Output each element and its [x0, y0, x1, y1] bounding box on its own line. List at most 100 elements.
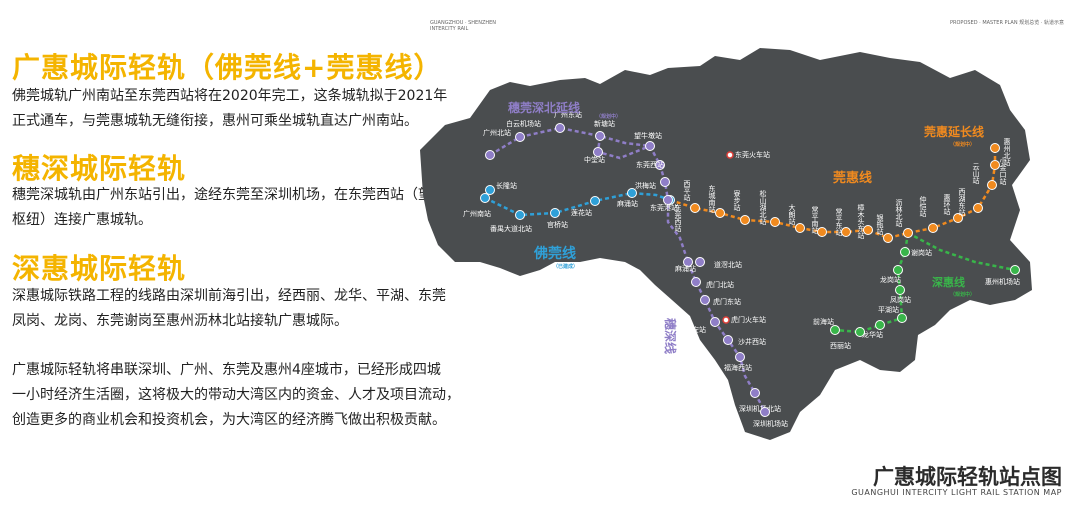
station-shenhui-6-label: 西丽站 [830, 341, 851, 350]
station-guanhui-16-label: 惠州北站 [1003, 137, 1011, 167]
map-region [420, 48, 1032, 440]
station-fofan-3-label: 官桥站 [547, 220, 568, 229]
body-line: 正式通车，与莞惠城轨无缝衔接，惠州可乘坐城轨直达广州南站。 [12, 113, 418, 129]
station-shenhui-1-label: 谢岗站 [911, 248, 932, 257]
station-suishen-1-label: 白云机场站 [506, 119, 541, 128]
station-suishen-11-marker [691, 277, 701, 287]
station-suishen-16-marker [750, 388, 760, 398]
station-guanhui-6-marker [817, 227, 827, 237]
station-fofan-2-marker [515, 210, 525, 220]
station-markers: 广州南站长隆站番禺大道北站官桥站莲花站麻涌站东莞西站广州北站白云机场站广州东站新… [463, 110, 1020, 428]
station-guanhui-1-marker [690, 203, 700, 213]
body-line: 广惠城际轻轨将串联深圳、广州、东莞及惠州4座城市，已经形成四城 [12, 362, 441, 378]
line-name-fofan: 佛莞线 [533, 245, 576, 262]
line-name-guanhui-ext: 莞惠延长线 [924, 124, 984, 139]
station-guanhui-10-label: 沥林北站 [895, 198, 903, 228]
station-guanhui-9-marker [883, 233, 893, 243]
map-title: 广惠城际轻轨站点图 [873, 465, 1062, 489]
section-title-suishen: 穗深城际轻轨 [12, 152, 187, 185]
station-fofan-1-label: 长隆站 [496, 181, 517, 190]
station-suishen-15-marker [735, 352, 745, 362]
header-small-right: PROPOSED · MASTER PLAN 规划总览 · 轨道示意 [950, 20, 1064, 26]
station-suishen-6-marker [655, 160, 665, 170]
header-small-right-line2: 规划总览 · 轨道示意 [1019, 20, 1064, 26]
line-name-shenhui: 深惠线 [932, 275, 965, 289]
station-suishen-3-marker [595, 131, 605, 141]
station-guanhui-2-marker [715, 208, 725, 218]
station-suishen-4-label: 中堂站 [584, 155, 605, 164]
station-fofan-2-label: 番禺大道北站 [490, 224, 532, 233]
station-guanhui-10-marker [903, 228, 913, 238]
header-small-left: GUANGZHOU · SHENZHEN INTERCITY RAIL [430, 20, 496, 32]
body-line: 枢纽）连接广惠城轨。 [12, 212, 152, 228]
section-body-shenhui: 深惠城际铁路工程的线路由深圳前海引出，经西丽、龙华、平湖、东莞 凤岗、龙岗、东莞… [12, 284, 446, 334]
station-shenhui-3-label: 凤岗站 [890, 295, 911, 304]
station-fofan-3-marker [550, 208, 560, 218]
station-suishen-12-label: 虎门东站 [713, 297, 741, 306]
station-guanhui-11-label: 仲恺站 [919, 195, 927, 218]
station-guanhui-8-marker [863, 225, 873, 235]
train-station-marker [726, 151, 734, 159]
station-shenhui-7-marker [830, 325, 840, 335]
station-suishen-13-marker [710, 317, 720, 327]
header-small-right-line1: PROPOSED · MASTER PLAN [950, 20, 1018, 26]
station-suishen-11-label: 虎门北站 [706, 280, 734, 289]
station-guanhui-7-marker [841, 227, 851, 237]
station-guanhui-5-label: 大朗站 [788, 203, 796, 226]
train-station-label: 虎门火车站 [731, 315, 766, 324]
station-shenhui-8-label: 惠州机场站 [985, 277, 1020, 286]
line-name-suishen-north: 穗莞深北延线 [508, 100, 580, 115]
station-suishen-7-marker [660, 177, 670, 187]
station-fofan-4-marker [590, 196, 600, 206]
station-shenhui-4-label: 平湖站 [878, 305, 899, 314]
station-guanhui-8-label: 樟木头东站 [857, 203, 865, 240]
line-name-fofan-sub: （已建成） [553, 263, 578, 270]
station-suishen-0-label: 广州北站 [483, 128, 511, 137]
station-guanhui-14-marker [987, 180, 997, 190]
station-suishen-7-label: 洪梅站 [635, 181, 656, 190]
station-guanhui-11-marker [928, 223, 938, 233]
station-suishen-17-marker [760, 407, 770, 417]
station-suishen-13-label: 长安站 [685, 325, 706, 334]
station-suishen-12-marker [700, 295, 710, 305]
train-station-marker [722, 316, 730, 324]
body-line: 一小时经济生活圈，这将极大的带动大湾区内的资金、人才及项目流动， [12, 387, 460, 403]
station-fofan-0-marker [480, 193, 490, 203]
station-guanhui-4-label: 松山湖北站 [759, 189, 767, 226]
station-guanhui-5-marker [795, 223, 805, 233]
station-suishen-15-label: 福海西站 [724, 363, 752, 372]
station-guanhui-12-marker [953, 213, 963, 223]
station-shenhui-7-label: 前海站 [813, 317, 834, 326]
station-guanhui-1-label: 西平站 [683, 180, 691, 202]
station-shenhui-2-label: 龙岗站 [880, 275, 901, 284]
station-fofan-5-label: 麻涌站 [617, 199, 638, 208]
station-guanhui-3-marker [740, 215, 750, 225]
station-suishen-14-marker [723, 335, 733, 345]
station-suishen-6-label: 东莞西站 [636, 160, 664, 169]
body-line: 深惠城际铁路工程的线路由深圳前海引出，经西丽、龙华、平湖、东莞 [12, 288, 446, 304]
line-name-suishen-north-sub: （规划中） [596, 113, 621, 120]
station-shenhui-8-marker [1010, 265, 1020, 275]
station-shenhui-3-marker [895, 285, 905, 295]
header-small-left-line2: INTERCITY RAIL [430, 26, 469, 32]
header-small-left-line1: GUANGZHOU · SHENZHEN [430, 20, 497, 26]
line-name-suishen: 穗深线 [663, 318, 678, 354]
station-suishen-4-marker [593, 147, 603, 157]
station-shenhui-5-marker [875, 320, 885, 330]
station-guanhui-9-label: 银瓶站 [876, 213, 884, 236]
station-suishen-9-marker [683, 257, 693, 267]
station-suishen-5-marker [645, 141, 655, 151]
station-guanhui-6-label: 常平南站 [811, 205, 819, 235]
station-shenhui-6-marker [855, 327, 865, 337]
station-suishen-1-marker [515, 132, 525, 142]
station-fofan-0-label: 广州南站 [463, 209, 491, 218]
station-shenhui-2-marker [893, 265, 903, 275]
body-line: 凤岗、龙岗、东莞谢岗至惠州沥林北站接轨广惠城际。 [12, 313, 348, 329]
station-fofan-6-label: 东莞西站 [674, 203, 682, 233]
station-suishen-5-label: 望牛墩站 [634, 131, 662, 140]
suishen-branch-line [596, 135, 651, 160]
station-fofan-1-marker [485, 185, 495, 195]
station-guanhui-4-marker [770, 217, 780, 227]
section-body-suishen: 穗莞深城轨由广州东站引出，途经东莞至深圳机场，在东莞西站（望洪 枢纽）连接广惠城… [12, 183, 446, 233]
